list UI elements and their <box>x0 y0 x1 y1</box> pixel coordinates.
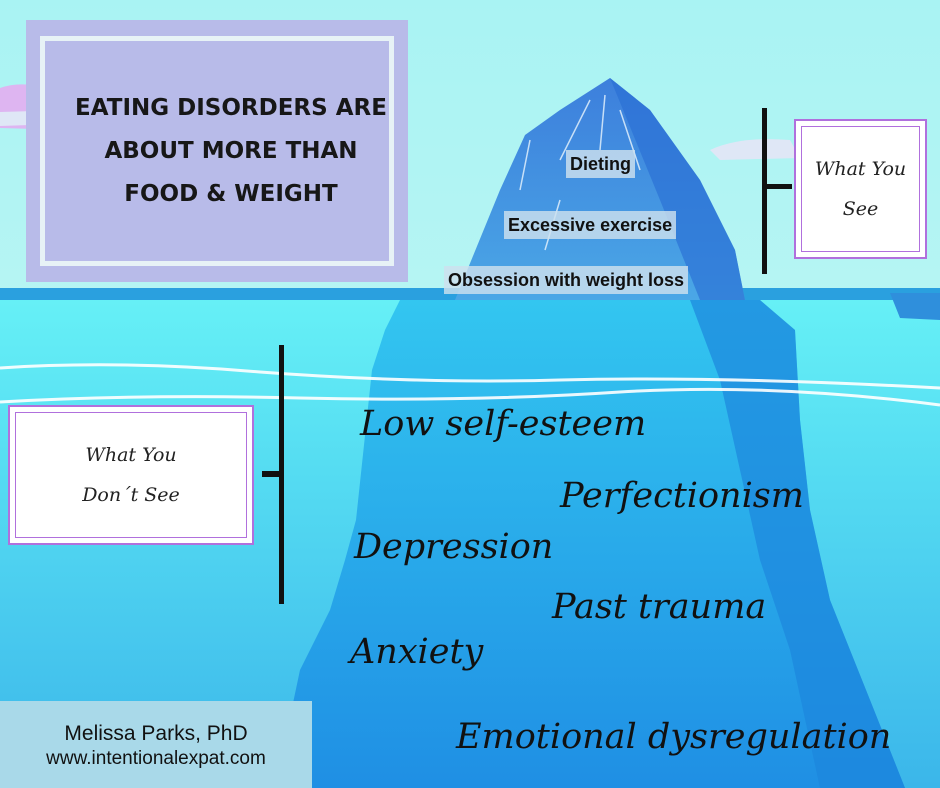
cause-past-trauma: Past trauma <box>552 587 767 627</box>
infographic-title: EATING DISORDERS ARE ABOUT MORE THAN FOO… <box>75 94 387 207</box>
author-website[interactable]: www.intentionalexpat.com <box>46 748 266 769</box>
what-you-see-card: What You See <box>794 119 927 259</box>
title-box: EATING DISORDERS ARE ABOUT MORE THAN FOO… <box>26 20 408 282</box>
iceberg-tip-cracks <box>519 94 641 251</box>
waterline-1 <box>0 363 940 390</box>
title-frame: EATING DISORDERS ARE ABOUT MORE THAN FOO… <box>40 36 394 266</box>
iceberg-tip-shade <box>610 78 745 300</box>
cause-perfectionism: Perfectionism <box>560 476 804 516</box>
what-you-see-label: What You See <box>814 158 907 220</box>
visible-sign-obsession-weight-loss: Obsession with weight loss <box>444 266 689 294</box>
see-bracket-tick <box>762 184 792 189</box>
iceberg-underwater-shade <box>690 300 905 788</box>
what-you-see-frame: What You See <box>801 126 920 252</box>
surface-ice <box>890 293 940 320</box>
cause-depression: Depression <box>354 527 554 567</box>
what-you-dont-see-card: What You Don´t See <box>8 405 254 545</box>
cloud-right <box>710 139 800 160</box>
cause-emotional-dysregulation: Emotional dysregulation <box>456 717 892 757</box>
waterline-2 <box>0 387 940 407</box>
visible-sign-dieting: Dieting <box>566 150 635 178</box>
cause-low-self-esteem: Low self-esteem <box>360 404 647 444</box>
what-you-dont-see-frame: What You Don´t See <box>15 412 247 538</box>
iceberg-tip <box>455 78 745 300</box>
cause-anxiety: Anxiety <box>350 632 484 672</box>
visible-sign-excessive-exercise: Excessive exercise <box>504 211 677 239</box>
see-bracket-line <box>762 108 767 274</box>
author-name: Melissa Parks, PhD <box>64 722 248 745</box>
dont-see-bracket-tick <box>262 471 284 477</box>
what-you-dont-see-label: What You Don´t See <box>82 444 180 506</box>
author-credit: Melissa Parks, PhD www.intentionalexpat.… <box>0 701 312 788</box>
